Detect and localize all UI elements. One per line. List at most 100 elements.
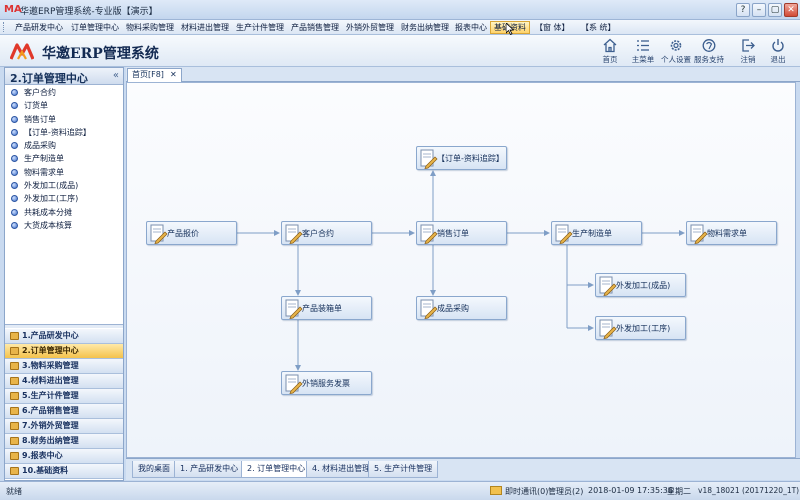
flow-node-export-invoice[interactable]: 外销服务发票 (281, 371, 372, 395)
home-button[interactable]: 首页 (592, 38, 628, 66)
brand-logo-icon (10, 43, 34, 60)
flow-node-packing-list[interactable]: 产品装箱单 (281, 296, 372, 320)
bottom-tab-order-management[interactable]: 2. 订单管理中心 (241, 461, 312, 478)
flow-node-material-demand[interactable]: 物料需求单 (686, 221, 777, 245)
module-production-piecework[interactable]: 5.生产计件管理 (5, 389, 123, 404)
status-version: v18_18021 (20171220_1T) (698, 486, 800, 495)
flow-node-label: 【订单-资料追踪】 (437, 154, 504, 163)
menu-grip[interactable] (3, 22, 6, 32)
bullet-icon (11, 221, 18, 229)
menu-finance-cashier[interactable]: 财务出纳管理 (401, 23, 449, 32)
status-datetime: 2018-01-09 17:35:36 (588, 486, 673, 495)
flow-node-outsource-finished[interactable]: 外发加工(成品) (595, 273, 686, 297)
nav-item-material-demand[interactable]: 物料需求单 (5, 166, 123, 179)
bullet-icon (11, 195, 18, 203)
exit-button[interactable]: 退出 (760, 38, 796, 66)
gear-icon (670, 40, 682, 51)
module-label: 6.产品销售管理 (22, 406, 79, 415)
module-material-purchase[interactable]: 3.物料采购管理 (5, 359, 123, 374)
menu-material-inout[interactable]: 材料进出管理 (181, 23, 229, 32)
module-material-inout[interactable]: 4.材料进出管理 (5, 374, 123, 389)
nav-item-label: 订货单 (24, 101, 48, 111)
document-edit-icon (599, 319, 617, 339)
messenger-icon[interactable] (490, 486, 502, 495)
bottom-tab-product-rd[interactable]: 1. 产品研发中心 (174, 461, 245, 478)
flow-node-label: 销售订单 (437, 229, 469, 238)
left-nav-panel: 2.订单管理中心 « 客户合约 订货单 销售订单 【订单-资料追踪】 成品采购 … (4, 67, 124, 481)
nav-item-production-order[interactable]: 生产制造单 (5, 152, 123, 165)
menu-product-rd[interactable]: 产品研发中心 (15, 23, 63, 32)
folder-icon (10, 377, 19, 385)
bullet-icon (11, 115, 18, 123)
nav-item-outsource-finished[interactable]: 外发加工(成品) (5, 179, 123, 192)
app-header: 华邀ERP管理系统 首页 主菜单 个人设置 服务支持 注销 (0, 35, 800, 67)
menu-system[interactable]: 【系 统】 (581, 23, 616, 32)
nav-item-bulk-cost[interactable]: 大货成本核算 (5, 219, 123, 232)
folder-icon (10, 362, 19, 370)
nav-item-sales-order[interactable]: 销售订单 (5, 113, 123, 126)
flow-node-label: 外发加工(成品) (616, 281, 671, 290)
menu-product-sales[interactable]: 产品销售管理 (291, 23, 339, 32)
service-support-button[interactable]: 服务支持 (691, 38, 727, 66)
flow-node-customer-contract[interactable]: 客户合约 (281, 221, 372, 245)
flow-node-sales-order[interactable]: 销售订单 (416, 221, 507, 245)
nav-item-order-tracking[interactable]: 【订单-资料追踪】 (5, 126, 123, 139)
status-user: 管理员(2) (548, 487, 584, 496)
flow-node-production-order[interactable]: 生产制造单 (551, 221, 642, 245)
menu-window[interactable]: 【窗 体】 (535, 23, 570, 32)
close-window-button[interactable]: ✕ (784, 3, 798, 17)
document-edit-icon (420, 149, 438, 169)
menu-production-piecework[interactable]: 生产计件管理 (236, 23, 284, 32)
nav-item-label: 【订单-资料追踪】 (24, 127, 91, 137)
bullet-icon (11, 208, 18, 216)
mouse-cursor-icon (506, 23, 514, 35)
window-title: 华邀ERP管理系统-专业版【演示】 (20, 7, 158, 17)
menu-report-center[interactable]: 报表中心 (455, 23, 487, 32)
left-panel-header: 2.订单管理中心 « (5, 68, 123, 85)
maximize-button[interactable]: ▢ (768, 3, 782, 17)
collapse-panel-icon[interactable]: « (112, 70, 119, 81)
nav-item-outsource-process[interactable]: 外发加工(工序) (5, 192, 123, 205)
flow-node-product-quote[interactable]: 产品报价 (146, 221, 237, 245)
flow-node-order-tracking[interactable]: 【订单-资料追踪】 (416, 146, 507, 170)
nav-item-shared-cost[interactable]: 共耗成本分摊 (5, 206, 123, 219)
module-basic-data[interactable]: 10.基础资料 (5, 464, 123, 479)
menu-list-icon (637, 40, 649, 51)
module-product-sales[interactable]: 6.产品销售管理 (5, 404, 123, 419)
document-edit-icon (690, 224, 708, 244)
flow-node-finished-purchase[interactable]: 成品采购 (416, 296, 507, 320)
nav-item-finished-purchase[interactable]: 成品采购 (5, 139, 123, 152)
panel-splitter[interactable] (5, 324, 123, 328)
module-export-trade[interactable]: 7.外销外贸管理 (5, 419, 123, 434)
bottom-tab-production-piecework[interactable]: 5. 生产计件管理 (368, 461, 439, 478)
module-order-management[interactable]: 2.订单管理中心 (5, 344, 123, 359)
module-list: 1.产品研发中心 2.订单管理中心 3.物料采购管理 4.材料进出管理 5.生产… (5, 329, 123, 479)
main-menu-button[interactable]: 主菜单 (625, 38, 661, 66)
nav-item-customer-contract[interactable]: 客户合约 (5, 86, 123, 99)
flow-node-outsource-process[interactable]: 外发加工(工序) (595, 316, 686, 340)
logout-button[interactable]: 注销 (730, 38, 766, 66)
close-tab-icon[interactable]: ✕ (169, 70, 177, 79)
module-label: 7.外销外贸管理 (22, 421, 79, 430)
menu-material-purchase[interactable]: 物料采购管理 (126, 23, 174, 32)
nav-item-purchase-order[interactable]: 订货单 (5, 99, 123, 112)
personal-settings-button[interactable]: 个人设置 (658, 38, 694, 66)
left-panel-title: 2.订单管理中心 (10, 72, 88, 85)
logout-label: 注销 (740, 55, 756, 64)
module-report-center[interactable]: 9.报表中心 (5, 449, 123, 464)
status-messenger[interactable]: 即时通讯(0) (505, 487, 549, 496)
menu-export-trade[interactable]: 外销外贸管理 (346, 23, 394, 32)
bottom-tab-my-desktop[interactable]: 我的桌面 (132, 461, 176, 478)
minimize-button[interactable]: – (752, 3, 766, 17)
nav-item-label: 客户合约 (24, 88, 56, 97)
workflow-canvas: 产品报价 客户合约 销售订单 【订单-资料追踪】 生产制造单 物料需求单 产品装… (126, 82, 796, 458)
module-finance-cashier[interactable]: 8.财务出纳管理 (5, 434, 123, 449)
menu-order-management[interactable]: 订单管理中心 (71, 23, 119, 32)
module-label: 2.订单管理中心 (22, 346, 79, 355)
bottom-tab-material-inout[interactable]: 4. 材料进出管理 (306, 461, 377, 478)
brand-name: 华邀ERP管理系统 (42, 46, 159, 62)
module-product-rd[interactable]: 1.产品研发中心 (5, 329, 123, 344)
tab-home[interactable]: 首页[F8]✕ (127, 68, 182, 82)
home-icon (603, 38, 617, 53)
help-button[interactable]: ? (736, 3, 750, 17)
